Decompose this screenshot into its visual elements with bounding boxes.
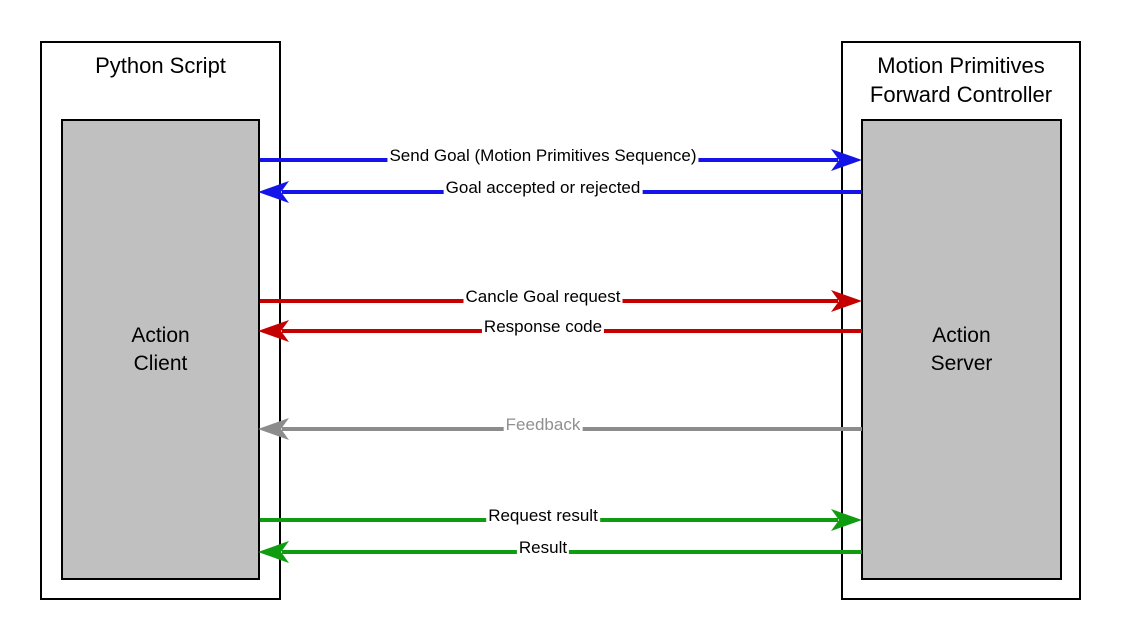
arrow-label-cancel-goal: Cancle Goal request — [463, 287, 623, 307]
action-server-box: Action Server — [861, 119, 1062, 580]
controller-title: Motion Primitives Forward Controller — [869, 53, 1053, 107]
controller-node: Motion Primitives Forward Controller Act… — [841, 41, 1081, 600]
action-client-box: Action Client — [61, 119, 260, 580]
arrow-label-result: Result — [516, 538, 570, 558]
arrowhead-left-icon — [258, 181, 289, 203]
arrow-label-request-result: Request result — [486, 506, 600, 526]
arrowhead-right-icon — [831, 509, 862, 531]
arrowhead-left-icon — [258, 320, 289, 342]
arrow-label-response-code: Response code — [481, 317, 605, 337]
arrowhead-left-icon — [258, 541, 289, 563]
arrow-label-send-goal: Send Goal (Motion Primitives Sequence) — [387, 146, 699, 166]
arrowhead-right-icon — [831, 290, 862, 312]
python-script-title: Python Script — [95, 53, 226, 78]
arrowhead-right-icon — [831, 149, 862, 171]
python-script-node: Python Script Action Client — [40, 41, 281, 600]
arrow-label-goal-accepted: Goal accepted or rejected — [443, 178, 643, 198]
arrowhead-left-icon — [258, 418, 289, 440]
arrow-label-feedback: Feedback — [503, 415, 583, 435]
action-client-label: Action Client — [131, 323, 190, 375]
action-server-label: Action Server — [930, 323, 993, 375]
arrow-line — [282, 550, 862, 554]
